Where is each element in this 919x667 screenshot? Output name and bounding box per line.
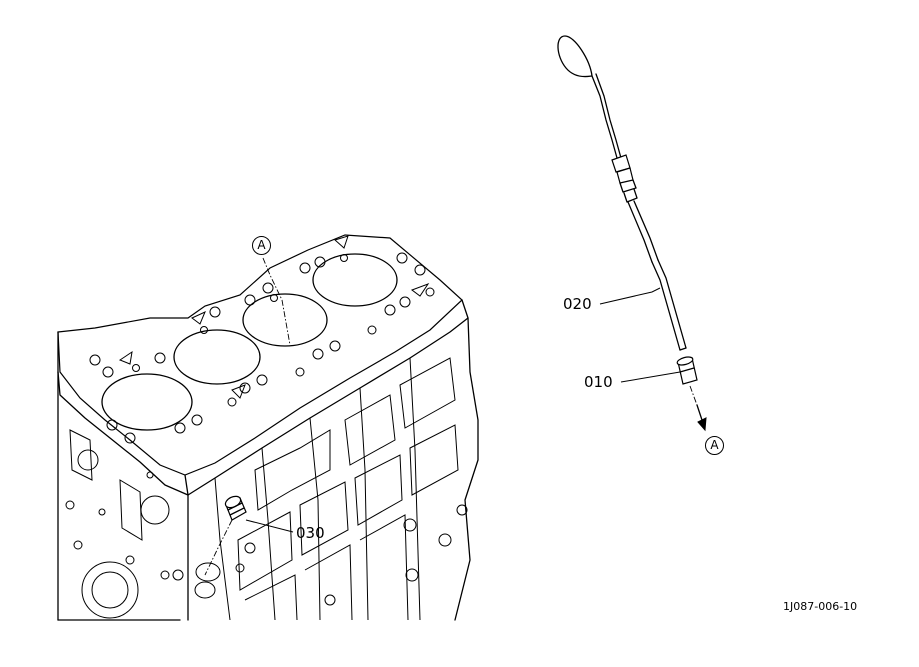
part-number-030: 030 <box>296 524 325 542</box>
drawing-code: 1J087-006-10 <box>783 600 858 613</box>
part-number-010: 010 <box>584 373 613 391</box>
direction-arrow <box>689 385 707 432</box>
reference-callout-a-block: A <box>252 236 271 255</box>
plug-030 <box>204 495 247 576</box>
part-number-020: 020 <box>563 295 592 313</box>
dipstick-020 <box>557 35 687 351</box>
leader-lines <box>245 287 681 533</box>
engine-block <box>57 234 479 621</box>
dipstick-guide-010 <box>676 356 698 385</box>
reference-callout-a-arrow: A <box>705 436 724 455</box>
